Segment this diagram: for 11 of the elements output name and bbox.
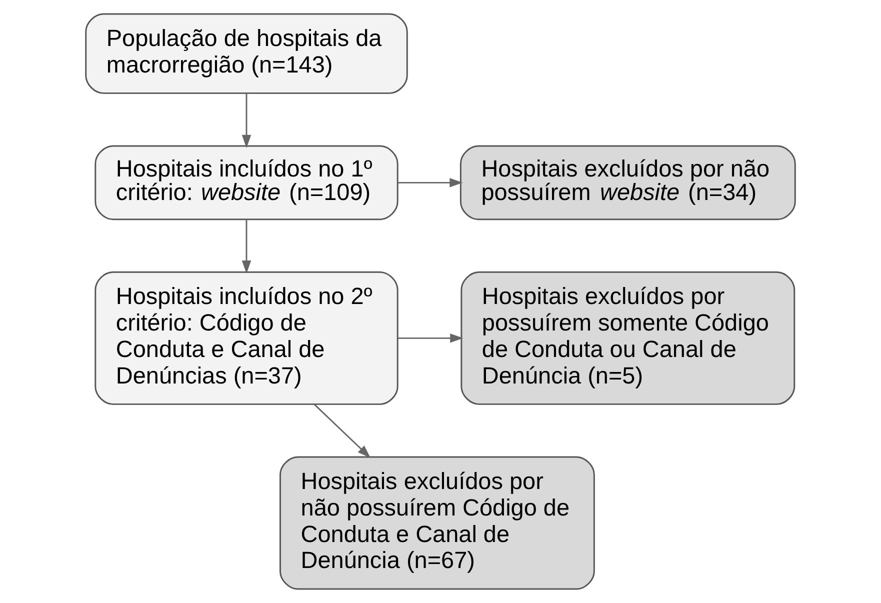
node-box: Hospitais incluídos no 2º critério: Código de Conduta e Canal de Denúncias (n=37) (94, 271, 398, 405)
arrow (314, 404, 371, 458)
node-box: Hospitais excluídos por não possuírem Código de Conduta e Canal de Denúncia (n=67) (280, 456, 595, 590)
arrow (242, 220, 252, 274)
arrow (398, 178, 463, 188)
node-box: Hospitais excluídos por possuírem somente Código de Conduta ou Canal de Denúncia (n=5) (460, 271, 796, 405)
arrow (242, 94, 252, 148)
node-box: Hospitais excluídos por não possuírem website (n=34) (460, 145, 796, 220)
arrow (398, 334, 464, 343)
node-box: Hospitais incluídos no 1º critério: website (n=109) (94, 145, 398, 220)
node-box: População de hospitais da macrorregião (n=143) (85, 13, 408, 94)
